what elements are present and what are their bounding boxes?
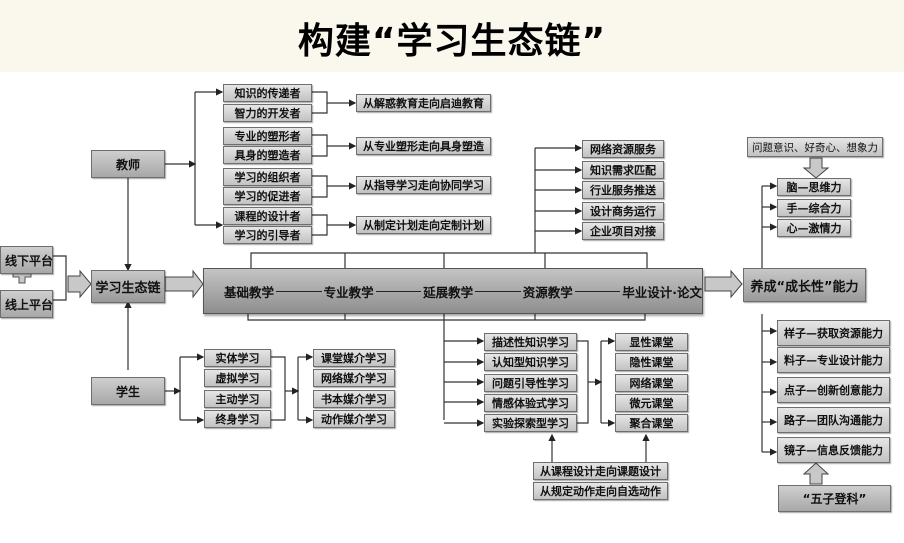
quality-box: 心—激情力 bbox=[777, 219, 851, 237]
arrow-core-to-mainbar bbox=[164, 269, 204, 299]
core-learning-ecochain-box: 学习生态链 bbox=[91, 270, 165, 303]
design-shift-box: 从课程设计走向课题设计 bbox=[533, 462, 668, 480]
arrow-qualities-down bbox=[802, 157, 830, 179]
teacher-role-box: 知识的传递者 bbox=[223, 84, 312, 102]
online-platform-box: 线上平台 bbox=[0, 290, 53, 318]
learning-type-box: 问题引导性学习 bbox=[484, 374, 577, 392]
learning-type-box: 情感体验式学习 bbox=[484, 394, 577, 412]
ability-box: 路子—团队沟通能力 bbox=[777, 407, 890, 433]
stage-connector-line bbox=[276, 290, 322, 292]
service-box: 设计商务运行 bbox=[582, 202, 664, 220]
teaching-stage: 基础教学 bbox=[224, 284, 275, 300]
teacher-role-box: 专业的塑形者 bbox=[223, 127, 312, 145]
ability-box: 料子—专业设计能力 bbox=[777, 347, 890, 373]
page-title: 构建“学习生态链” bbox=[297, 21, 607, 62]
student-mode-box: 实体学习 bbox=[204, 349, 271, 367]
arrow-mainbar-to-outcome bbox=[704, 269, 743, 299]
learning-type-box: 实验探索型学习 bbox=[484, 414, 577, 432]
stage-connector-line bbox=[375, 290, 422, 292]
teaching-stage: 资源教学 bbox=[522, 284, 573, 300]
student-media-box: 动作媒介学习 bbox=[313, 410, 395, 428]
stage-connector-line bbox=[574, 290, 621, 292]
student-media-box: 书本媒介学习 bbox=[313, 390, 395, 408]
teacher-role-box: 学习的引导者 bbox=[223, 226, 312, 244]
teaching-stage: 毕业设计·论文 bbox=[622, 284, 702, 300]
outcome-box: 养成“成长性”能力 bbox=[743, 268, 866, 302]
offline-platform-box: 线下平台 bbox=[0, 246, 53, 274]
classroom-box: 显性课堂 bbox=[615, 333, 688, 351]
student-media-box: 课堂媒介学习 bbox=[313, 349, 395, 367]
teacher-role-box: 具身的塑造者 bbox=[223, 146, 312, 164]
quality-box: 手—综合力 bbox=[777, 199, 851, 217]
design-shift-box: 从规定动作走向自选动作 bbox=[533, 482, 668, 500]
five-sons-box: “五子登科” bbox=[778, 485, 891, 512]
quality-box: 脑—思维力 bbox=[777, 178, 851, 196]
teacher-role-box: 学习的促进者 bbox=[223, 187, 312, 205]
student-mode-box: 主动学习 bbox=[204, 390, 271, 408]
classroom-box: 聚合课堂 bbox=[615, 414, 688, 432]
classroom-box: 隐性课堂 bbox=[615, 353, 688, 371]
teaching-stages-bar: 基础教学 专业教学 延展教学 资源教学 毕业设计·论文 bbox=[203, 268, 703, 314]
teaching-stage: 延展教学 bbox=[423, 284, 474, 300]
ability-box: 点子—创新创意能力 bbox=[777, 377, 890, 403]
arrow-abilities-up bbox=[802, 462, 830, 485]
student-mode-box: 虚拟学习 bbox=[204, 369, 271, 387]
teaching-stage: 专业教学 bbox=[323, 284, 374, 300]
learning-type-box: 认知型知识学习 bbox=[484, 353, 577, 371]
ability-box: 镜子—信息反馈能力 bbox=[777, 437, 890, 463]
teacher-role-box: 智力的开发者 bbox=[223, 104, 312, 122]
teacher-box: 教师 bbox=[91, 150, 165, 178]
classroom-box: 网络课堂 bbox=[615, 374, 688, 392]
teacher-role-box: 课程的设计者 bbox=[223, 207, 312, 225]
teacher-role-box: 学习的组织者 bbox=[223, 168, 312, 186]
service-box: 行业服务推送 bbox=[582, 181, 664, 199]
service-box: 知识需求匹配 bbox=[582, 161, 664, 179]
teacher-transition-box: 从制定计划走向定制计划 bbox=[356, 216, 491, 234]
student-mode-box: 终身学习 bbox=[204, 410, 271, 428]
qualities-source-box: 问题意识、好奇心、想象力 bbox=[747, 137, 883, 157]
ability-box: 样子—获取资源能力 bbox=[777, 320, 890, 346]
student-box: 学生 bbox=[91, 377, 165, 405]
stage-connector-line bbox=[475, 290, 521, 292]
arrow-platforms-to-core bbox=[67, 269, 92, 299]
teacher-transition-box: 从专业塑形走向具身塑造 bbox=[356, 137, 491, 155]
header-band bbox=[0, 0, 904, 72]
service-box: 网络资源服务 bbox=[582, 140, 664, 158]
service-box: 企业项目对接 bbox=[582, 222, 664, 240]
teacher-transition-box: 从解惑教育走向启迪教育 bbox=[356, 94, 491, 112]
teacher-transition-box: 从指导学习走向协同学习 bbox=[356, 176, 491, 194]
student-media-box: 网络媒介学习 bbox=[313, 369, 395, 387]
learning-type-box: 描述性知识学习 bbox=[484, 333, 577, 351]
classroom-box: 微元课堂 bbox=[615, 394, 688, 412]
